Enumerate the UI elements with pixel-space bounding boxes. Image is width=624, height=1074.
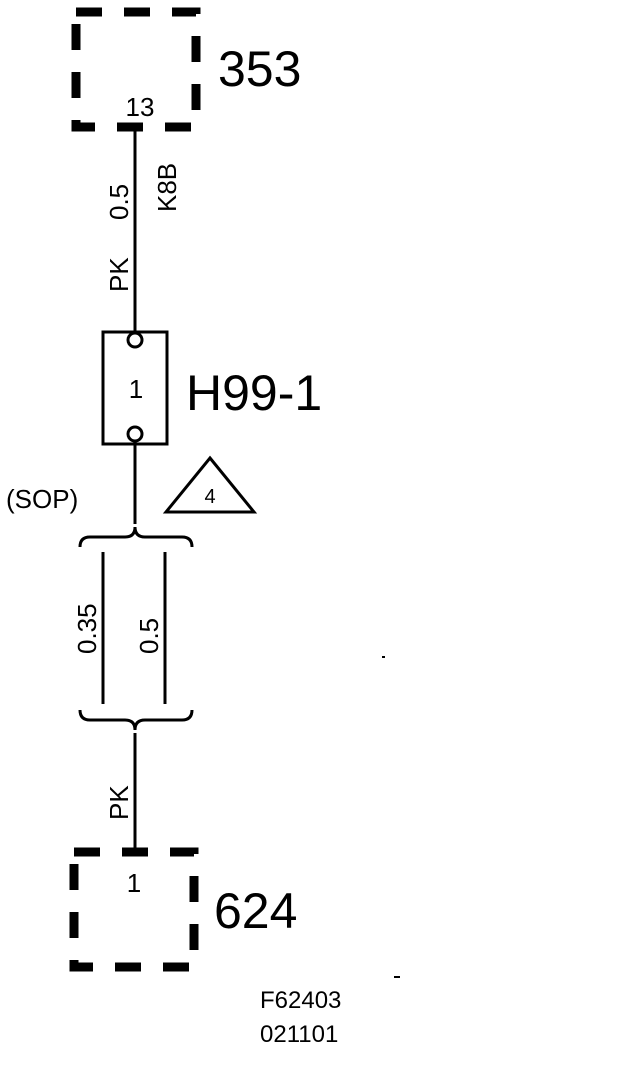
note-triangle-number: 4 xyxy=(204,486,215,508)
splice-terminal-bottom xyxy=(126,425,144,443)
parallel-wire-right-gauge: 0.5 xyxy=(134,618,164,654)
parallel-wire-left-gauge: 0.35 xyxy=(72,603,102,654)
parallel-wires: 0.35 0.5 xyxy=(72,552,167,704)
stray-mark xyxy=(394,976,400,978)
connector-353-id: 353 xyxy=(218,41,301,97)
splice-id: H99-1 xyxy=(186,365,322,421)
upper-wire-color: PK xyxy=(104,257,134,292)
lower-wire: PK xyxy=(104,733,137,856)
figure-code: F62403 xyxy=(260,987,341,1014)
upper-wire-gauge: 0.5 xyxy=(104,184,134,220)
note-triangle-shape xyxy=(162,455,258,514)
splice-terminal-top xyxy=(126,331,144,349)
date-code: 021101 xyxy=(260,1021,338,1048)
splice-pin: 1 xyxy=(129,374,143,404)
bottom-brace xyxy=(78,709,194,731)
upper-wire: PK 0.5 K8B xyxy=(104,127,182,334)
option-label: (SOP) xyxy=(6,484,78,514)
connector-353-pin: 13 xyxy=(126,92,155,122)
connector-624-id: 624 xyxy=(214,883,297,939)
top-brace xyxy=(78,526,194,548)
connector-624-pin: 1 xyxy=(127,868,141,898)
upper-wire-circuit: K8B xyxy=(152,163,182,212)
splice-h99-1: 1 H99-1 xyxy=(101,330,322,446)
connector-353: 13 353 xyxy=(71,7,301,132)
connector-624-outline xyxy=(69,847,199,972)
note-triangle: 4 xyxy=(162,455,258,514)
stray-mark xyxy=(382,656,385,658)
lower-wire-color: PK xyxy=(104,785,134,820)
connector-624: 1 624 xyxy=(69,847,297,972)
